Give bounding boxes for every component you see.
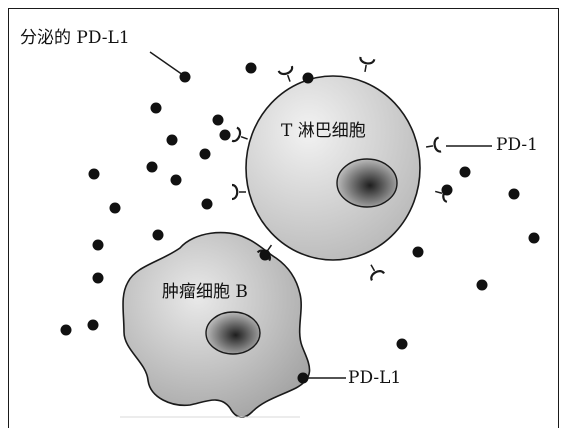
pdl1-molecule-dot	[412, 246, 424, 258]
pd1-receptor	[277, 65, 294, 82]
t-cell-nucleus	[336, 158, 398, 208]
pdl1-molecule-dot	[528, 232, 540, 244]
pdl1-molecule-dot	[152, 229, 164, 241]
secreted-pdl1-leader-line	[149, 51, 184, 76]
pdl1-molecule-dot	[146, 161, 158, 173]
tumor-cell-label: 肿瘤细胞 B	[162, 282, 248, 302]
pdl1-molecule-dot	[245, 62, 257, 74]
pdl1-molecule-dot	[201, 198, 213, 210]
pdl1-molecule-dot	[92, 239, 104, 251]
pdl1-molecule-dot	[459, 166, 471, 178]
t-cell-label: T 淋巴细胞	[281, 121, 366, 141]
pdl1-molecule-dot	[87, 319, 99, 331]
pd1-receptor	[231, 126, 248, 143]
pd1-receptor	[359, 56, 376, 73]
secreted-pdl1-label: 分泌的 PD-L1	[20, 28, 130, 48]
diagram-frame	[8, 8, 559, 428]
pdl1-molecule-dot	[476, 279, 488, 291]
pd1-label: PD-1	[496, 135, 538, 155]
pdl1-label: PD-L1	[348, 368, 402, 388]
pdl1-molecule-dot	[179, 71, 191, 83]
pdl1-molecule-dot	[88, 168, 100, 180]
pdl1-molecule-dot	[302, 72, 314, 84]
pdl1-molecule-dot	[212, 114, 224, 126]
pdl1-molecule-dot	[396, 338, 408, 350]
pdl1-molecule-dot	[441, 184, 453, 196]
pd1-receptor	[370, 264, 386, 281]
pdl1-molecule-dot	[170, 174, 182, 186]
tumor-cell-nucleus	[205, 311, 261, 355]
pdl1-molecule-dot	[150, 102, 162, 114]
pdl1-molecule-dot	[219, 129, 231, 141]
pdl1-molecule-dot	[109, 202, 121, 214]
pdl1-molecule-dot	[166, 134, 178, 146]
pdl1-molecule-dot	[60, 324, 72, 336]
pdl1-molecule-dot	[259, 249, 271, 261]
pdl1-molecule-dot	[508, 188, 520, 200]
t-cell-body	[245, 75, 421, 261]
pdl1-molecule-dot	[92, 272, 104, 284]
pd1-receptor	[231, 183, 246, 201]
pdl1-molecule-dot	[297, 372, 309, 384]
pd1-receptor	[425, 136, 442, 153]
pdl1-molecule-dot	[199, 148, 211, 160]
